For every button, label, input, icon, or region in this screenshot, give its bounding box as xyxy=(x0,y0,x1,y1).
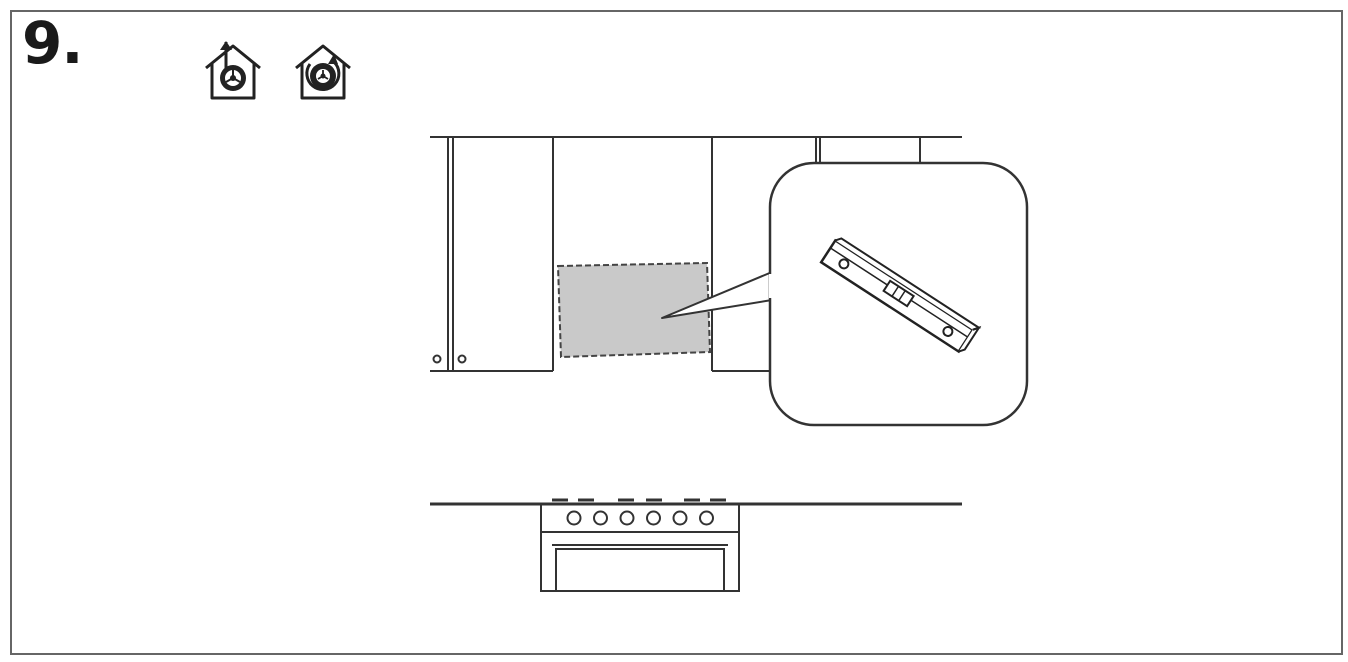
cooker xyxy=(540,498,740,592)
right-wall-cabinet xyxy=(711,137,921,372)
hob-knob xyxy=(619,510,635,526)
mounting-area xyxy=(556,261,712,359)
hob-knob xyxy=(646,510,661,526)
left-wall-cabinet xyxy=(430,137,554,372)
hob-knob xyxy=(593,510,608,526)
spirit-level-icon xyxy=(819,237,982,354)
hob-knobs xyxy=(566,510,714,526)
hob-knob xyxy=(699,510,714,526)
step-number: 9. xyxy=(22,9,83,77)
exhaust-mode-icon xyxy=(202,40,264,102)
recirculation-mode-icon xyxy=(292,40,354,102)
hob-knob xyxy=(672,510,688,526)
hob-knob xyxy=(566,510,582,526)
